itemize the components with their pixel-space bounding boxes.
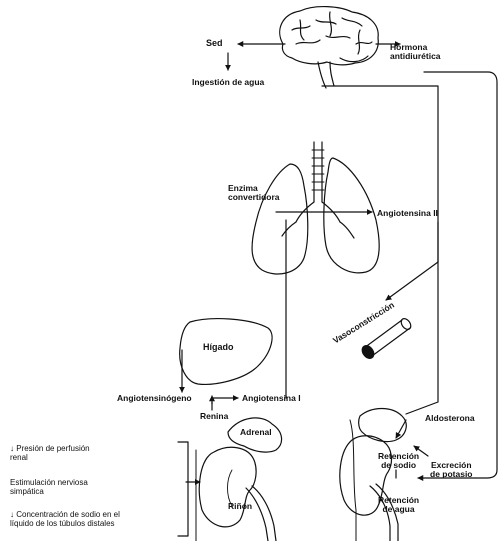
label-angiotensina-i: Angiotensina I	[242, 394, 301, 403]
stimulus-bracket	[178, 442, 188, 536]
label-sed: Sed	[206, 39, 223, 48]
label-retencion-agua: Retención de agua	[378, 496, 419, 514]
stimulus-presion-perfusion: ↓ Presión de perfusión renal	[10, 444, 90, 462]
label-renina: Renina	[200, 412, 228, 421]
label-adrenal: Adrenal	[240, 428, 272, 437]
stimulus-estimulacion-simpatica: Estimulación nerviosa simpática	[10, 478, 88, 496]
vasoconstriction-arrow	[386, 222, 438, 300]
label-angiotensina-ii: Angiotensina II	[377, 209, 438, 218]
label-enzima-convertidora: Enzima convertidora	[228, 184, 280, 202]
label-aldosterona: Aldosterona	[425, 414, 475, 423]
label-retencion-sodio: Retención de sodio	[378, 452, 419, 470]
brain-feedback-line	[322, 86, 438, 262]
label-excrecion-potasio: Excreción de potasio	[430, 461, 473, 479]
stimulus-concentracion-sodio: ↓ Concentración de sodio en el líquido d…	[10, 510, 120, 528]
label-angiotensinogeno: Angiotensinógeno	[117, 394, 192, 403]
label-higado: Hígado	[203, 343, 234, 352]
label-hormona-antidiuretica: Hormona antidiurética	[390, 43, 441, 61]
aldosterone-to-sodium-arrow	[396, 420, 406, 438]
aldosterone-line	[406, 262, 438, 414]
label-ingestion-agua: Ingestión de agua	[192, 78, 264, 87]
lungs-illustration	[252, 142, 379, 274]
label-rinon: Riñón	[228, 502, 252, 511]
brain-illustration	[280, 7, 379, 88]
